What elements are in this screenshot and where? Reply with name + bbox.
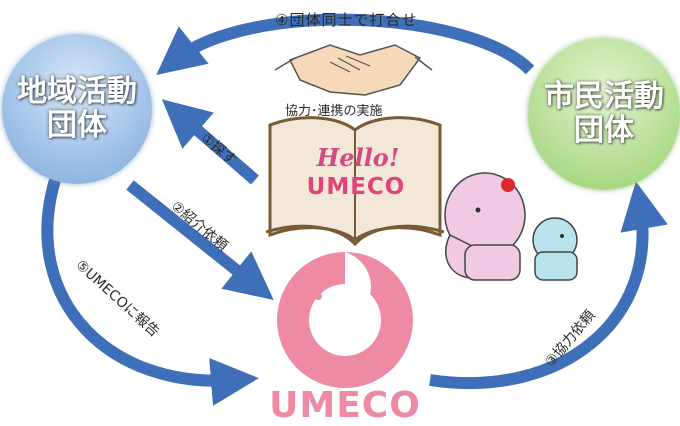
local-activity-group-node: 地域活動 団体: [2, 34, 152, 184]
handshake-icon: [274, 44, 433, 96]
step4-label: ④団体同士で打合せ: [275, 11, 418, 29]
arrow-step1: [161, 99, 259, 185]
umeco-logo-text: UMECO: [269, 385, 421, 426]
elephant-mascots-illustration: [444, 172, 578, 281]
arrow-step5: [41, 178, 259, 406]
local-group-label: 地域活動 団体: [17, 74, 137, 143]
civic-activity-group-node: 市民活動 団体: [528, 38, 680, 190]
arrow-step2: [126, 180, 274, 300]
civic-group-label: 市民活動 団体: [544, 79, 664, 148]
open-book-icon: [265, 116, 445, 247]
arrow-step4: [156, 13, 535, 75]
book-title-umeco: UMECO: [306, 174, 406, 200]
book-title-hello: Hello!: [316, 143, 400, 172]
arrow-step3: [429, 181, 668, 390]
umeco-logo-mark: [277, 252, 413, 388]
cooperation-label: 協力･連携の実施: [285, 104, 383, 119]
